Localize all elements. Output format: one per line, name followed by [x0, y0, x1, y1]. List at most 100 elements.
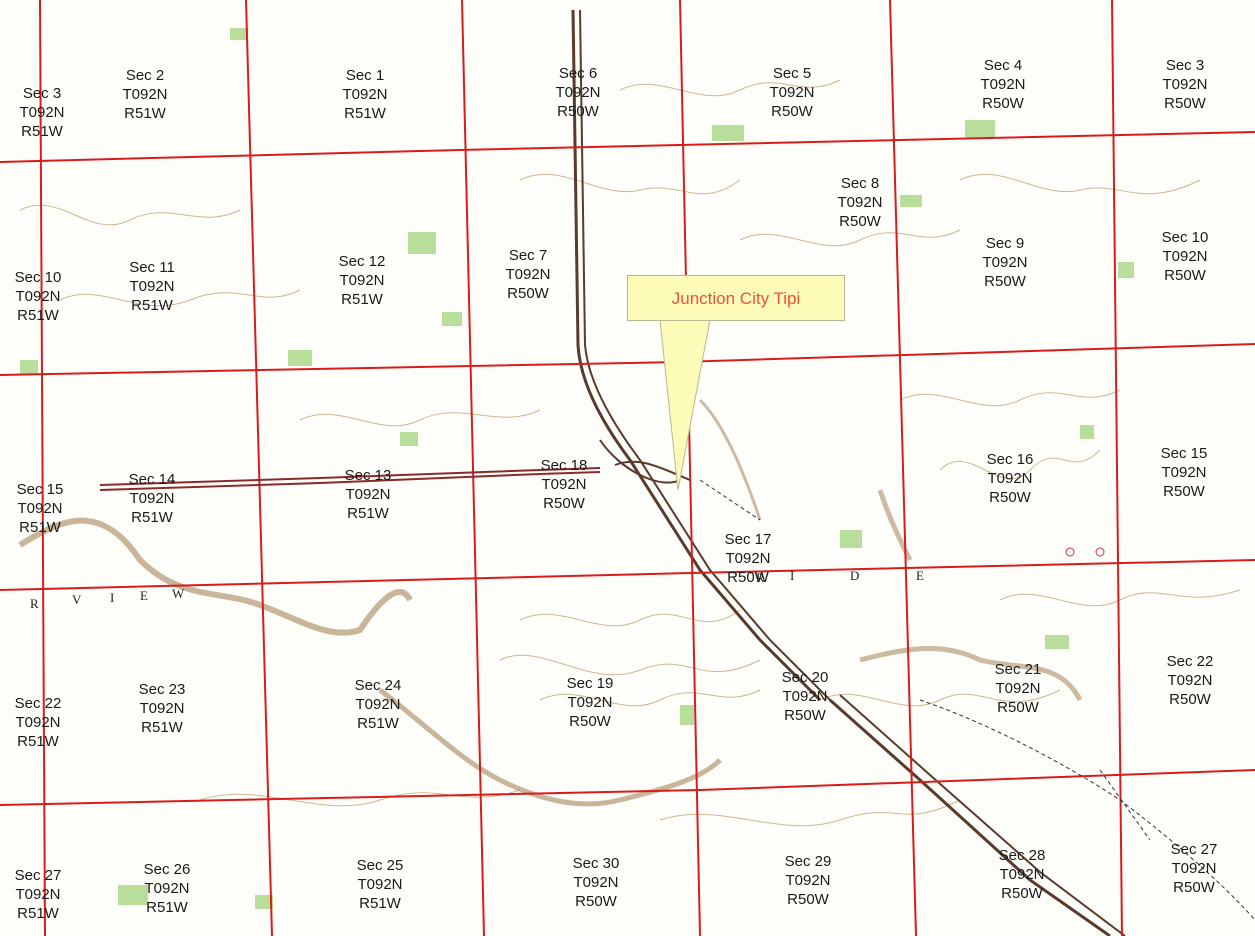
range: R50W: [771, 103, 813, 120]
section-number: Sec 15: [1160, 445, 1208, 462]
range: R50W: [787, 891, 829, 908]
township: T092N: [980, 76, 1026, 93]
svg-text:V: V: [72, 592, 82, 607]
range: R50W: [575, 893, 617, 910]
range: R51W: [344, 105, 386, 122]
range: R50W: [1173, 879, 1215, 896]
section-number: Sec 22: [1166, 653, 1214, 670]
county-road: [99, 467, 601, 491]
contour-lines: [19, 79, 1241, 827]
township: T092N: [144, 880, 190, 897]
section-number: Sec 8: [840, 175, 880, 192]
township: T092N: [339, 272, 385, 289]
section-number: Sec 29: [784, 853, 832, 870]
section-number: Sec 26: [143, 861, 191, 878]
range: R50W: [982, 95, 1024, 112]
township: T092N: [129, 278, 175, 295]
terrain-decoration: [1065, 547, 1105, 557]
section-number: Sec 23: [138, 681, 186, 698]
section-label: Sec 29 T092N R50W: [768, 852, 848, 909]
highway-lines: [571, 9, 1126, 936]
section-number: Sec 4: [983, 57, 1023, 74]
township: T092N: [573, 874, 619, 891]
section-number: Sec 22: [14, 695, 62, 712]
township: T092N: [1162, 76, 1208, 93]
township: T092N: [782, 688, 828, 705]
vegetation-patches: [20, 28, 1134, 909]
svg-text:R: R: [30, 596, 39, 611]
township: T092N: [342, 86, 388, 103]
section-number: Sec 6: [558, 65, 598, 82]
township: T092N: [725, 550, 771, 567]
section-number: Sec 20: [781, 669, 829, 686]
svg-text:I: I: [790, 568, 794, 583]
range: R51W: [17, 905, 59, 922]
range: R51W: [341, 291, 383, 308]
range: R50W: [557, 103, 599, 120]
township: T092N: [785, 872, 831, 889]
svg-text:W: W: [172, 586, 185, 601]
section-number: Sec 27: [1170, 841, 1218, 858]
township: T092N: [567, 694, 613, 711]
section-number: Sec 15: [16, 481, 64, 498]
township: T092N: [345, 486, 391, 503]
section-number: Sec 21: [994, 661, 1042, 678]
range: R50W: [507, 285, 549, 302]
section-number: Sec 27: [14, 867, 62, 884]
range: R50W: [569, 713, 611, 730]
section-number: Sec 16: [986, 451, 1034, 468]
range: R50W: [1001, 885, 1043, 902]
section-number: Sec 14: [128, 471, 176, 488]
range: R50W: [839, 213, 881, 230]
range: R51W: [347, 505, 389, 522]
section-number: Sec 19: [566, 675, 614, 692]
section-label: Sec 19 T092N R50W: [550, 674, 630, 731]
range: R50W: [1163, 483, 1205, 500]
township: T092N: [17, 500, 63, 517]
svg-text:E: E: [140, 588, 148, 603]
range: R51W: [359, 895, 401, 912]
range: R50W: [989, 489, 1031, 506]
range: R51W: [141, 719, 183, 736]
township: T092N: [15, 288, 61, 305]
svg-text:D: D: [850, 568, 859, 583]
township: T092N: [357, 876, 403, 893]
township: T092N: [1162, 248, 1208, 265]
section-number: Sec 10: [14, 269, 62, 286]
range: R50W: [1164, 267, 1206, 284]
township: T092N: [995, 680, 1041, 697]
township: T092N: [999, 866, 1045, 883]
township: T092N: [15, 714, 61, 731]
location-callout[interactable]: Junction City Tipi: [627, 275, 845, 321]
township: T092N: [19, 104, 65, 121]
township: T092N: [982, 254, 1028, 271]
township: T092N: [1167, 672, 1213, 689]
section-number: Sec 9: [985, 235, 1025, 252]
township: T092N: [769, 84, 815, 101]
section-number: Sec 11: [129, 259, 175, 276]
